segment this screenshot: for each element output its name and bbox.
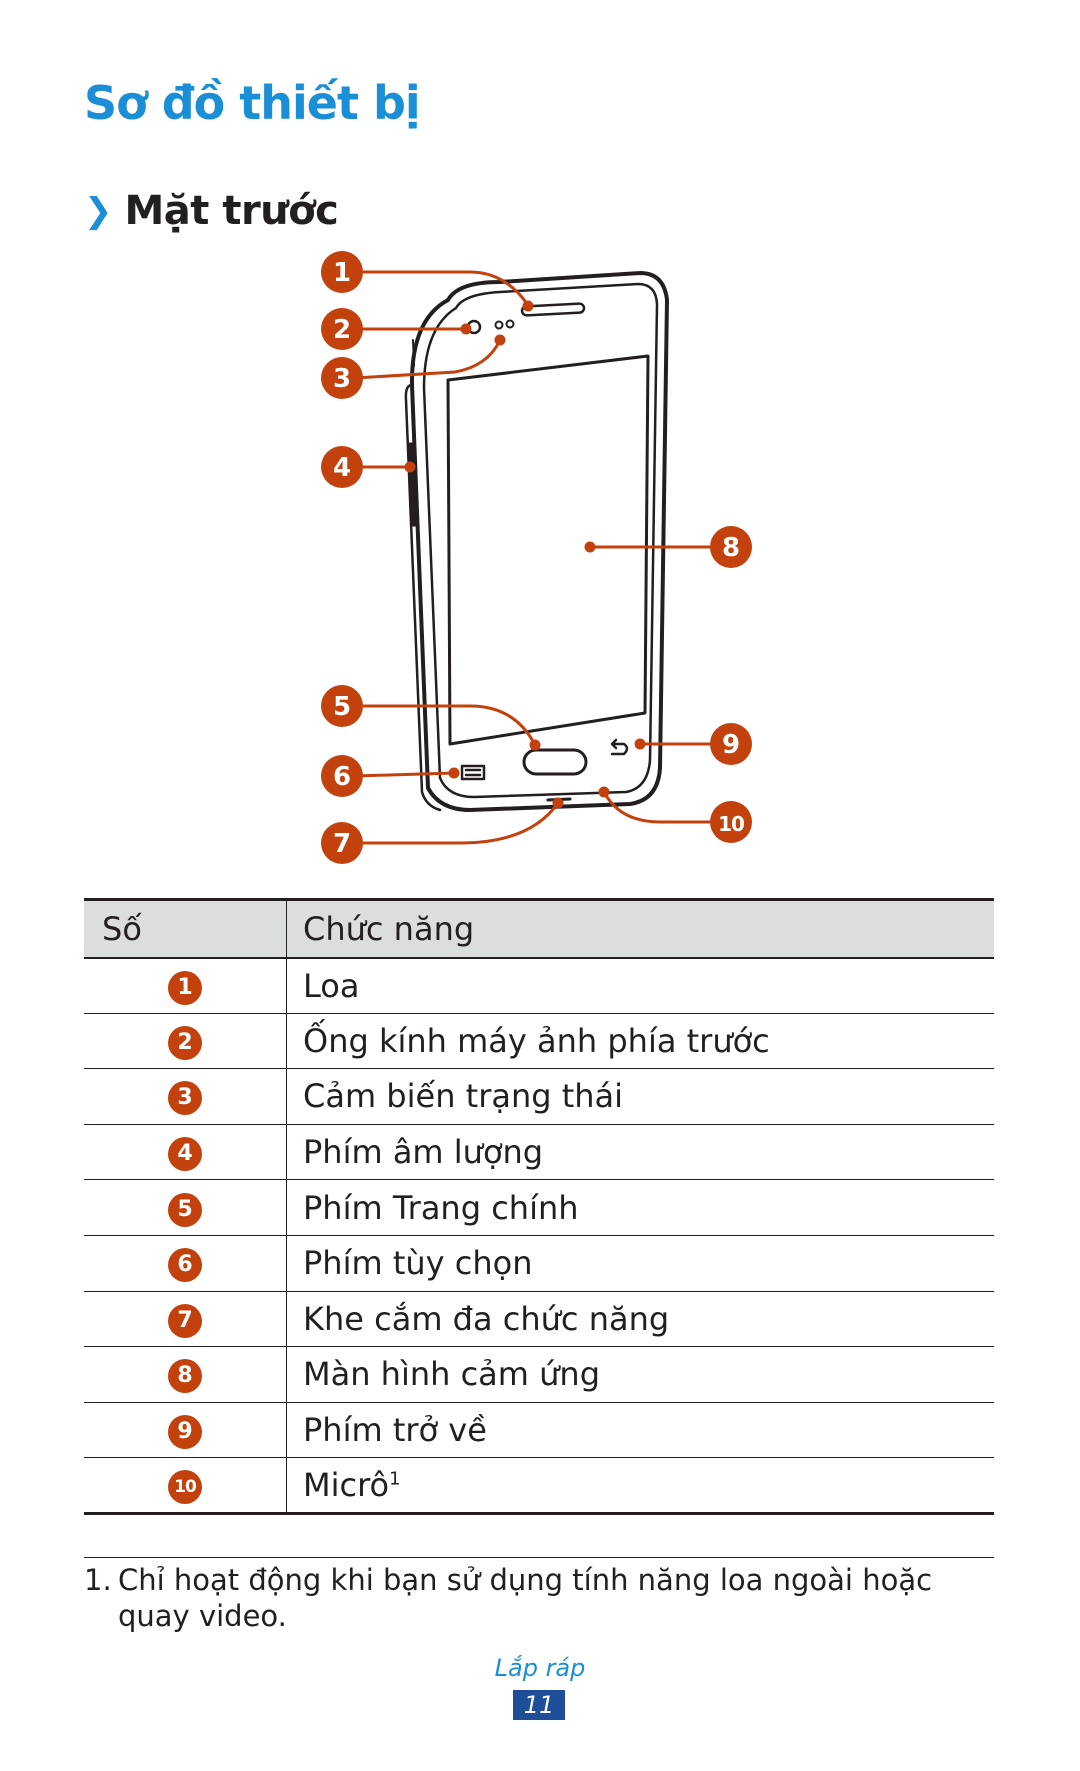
table-row: 5 Phím Trang chính [84,1179,994,1236]
row-label: Phím Trang chính [286,1179,994,1236]
row-label: Cảm biến trạng thái [286,1068,994,1125]
footer-section-label: Lắp ráp [494,1654,586,1682]
row-number-badge: 10 [168,1470,202,1505]
column-header-function: Chức năng [286,898,994,959]
callout-9: 9 [710,723,752,765]
footnote-text: Chỉ hoạt động khi bạn sử dụng tính năng … [118,1563,933,1633]
row-number-badge: 2 [168,1025,202,1060]
section-heading: ❯ Mặt trước [84,188,339,234]
row-number-badge: 7 [168,1303,202,1338]
callout-label: 1 [333,258,351,288]
row-label: Loa [286,957,994,1014]
row-number-badge: 1 [168,970,202,1005]
phone-bezel [422,282,659,799]
callout-4: 4 [321,446,363,488]
footnote: 1. Chỉ hoạt động khi bạn sử dụng tính nă… [84,1562,994,1634]
table-row: 7 Khe cắm đa chức năng [84,1291,994,1348]
sensor-b [505,319,515,329]
menu-key-icon [460,764,486,781]
callout-10: 10 [710,801,752,843]
callout-2: 2 [321,308,363,350]
row-label: Phím âm lượng [286,1124,994,1181]
page-number: 11 [513,1690,565,1720]
section-title: Mặt trước [124,188,339,234]
column-header-number: Số [84,898,287,959]
row-label: Phím trở về [286,1402,994,1459]
callout-label: 4 [333,453,351,483]
callout-label: 3 [333,364,351,394]
home-button [522,748,588,776]
function-table: Số Chức năng 1 Loa 2 Ống kính máy ảnh ph… [84,898,994,1515]
sensor-a [494,320,504,330]
side-slot [412,339,415,367]
callout-8: 8 [710,526,752,568]
row-number-badge: 3 [168,1081,202,1116]
row-number-badge: 5 [168,1192,202,1227]
footnote-number: 1. [84,1563,112,1597]
earpiece-speaker [520,302,586,317]
row-label: Màn hình cảm ứng [286,1346,994,1403]
phone-side-edge [404,383,442,812]
touch-screen [446,354,650,746]
callout-label: 7 [333,829,351,859]
table-row: 4 Phím âm lượng [84,1124,994,1181]
table-row: 9 Phím trở về [84,1402,994,1459]
callout-label: 6 [333,762,351,792]
callout-label: 10 [718,812,744,836]
device-diagram: 1 2 3 4 5 6 7 8 9 10 [321,251,752,864]
callout-3: 3 [321,357,363,399]
callout-1: 1 [321,251,363,293]
row-number-badge: 4 [168,1137,202,1172]
row-label: Phím tùy chọn [286,1235,994,1292]
row-number-badge: 6 [168,1248,202,1283]
back-key-icon [610,738,629,756]
row-number-badge: 8 [168,1359,202,1394]
row-label: Ống kính máy ảnh phía trước [286,1013,994,1070]
chevron-right-icon: ❯ [84,191,113,231]
row-cell-function: Micrô1 [286,1457,994,1515]
callout-label: 5 [333,692,351,722]
table-row: 3 Cảm biến trạng thái [84,1068,994,1125]
leader-dots [404,300,646,809]
callout-label: 8 [722,533,740,563]
callout-label: 9 [722,730,740,760]
callout-6: 6 [321,755,363,797]
callout-label: 2 [333,315,351,345]
row-label: Micrô [303,1466,390,1505]
table-row: 1 Loa [84,957,994,1014]
footnote-divider [84,1557,994,1558]
footnote-reference: 1 [389,1468,401,1490]
table-row: 6 Phím tùy chọn [84,1235,994,1292]
phone-illustration [404,271,669,812]
table-row: 10 Micrô1 [84,1457,994,1515]
table-header-row: Số Chức năng [84,898,994,959]
leader-lines [354,270,710,845]
page-title: Sơ đồ thiết bị [84,76,421,130]
row-number-badge: 9 [168,1415,202,1450]
callout-7: 7 [321,822,363,864]
callout-5: 5 [321,685,363,727]
row-label: Khe cắm đa chức năng [286,1291,994,1348]
table-row: 8 Màn hình cảm ứng [84,1346,994,1403]
table-row: 2 Ống kính máy ảnh phía trước [84,1013,994,1070]
